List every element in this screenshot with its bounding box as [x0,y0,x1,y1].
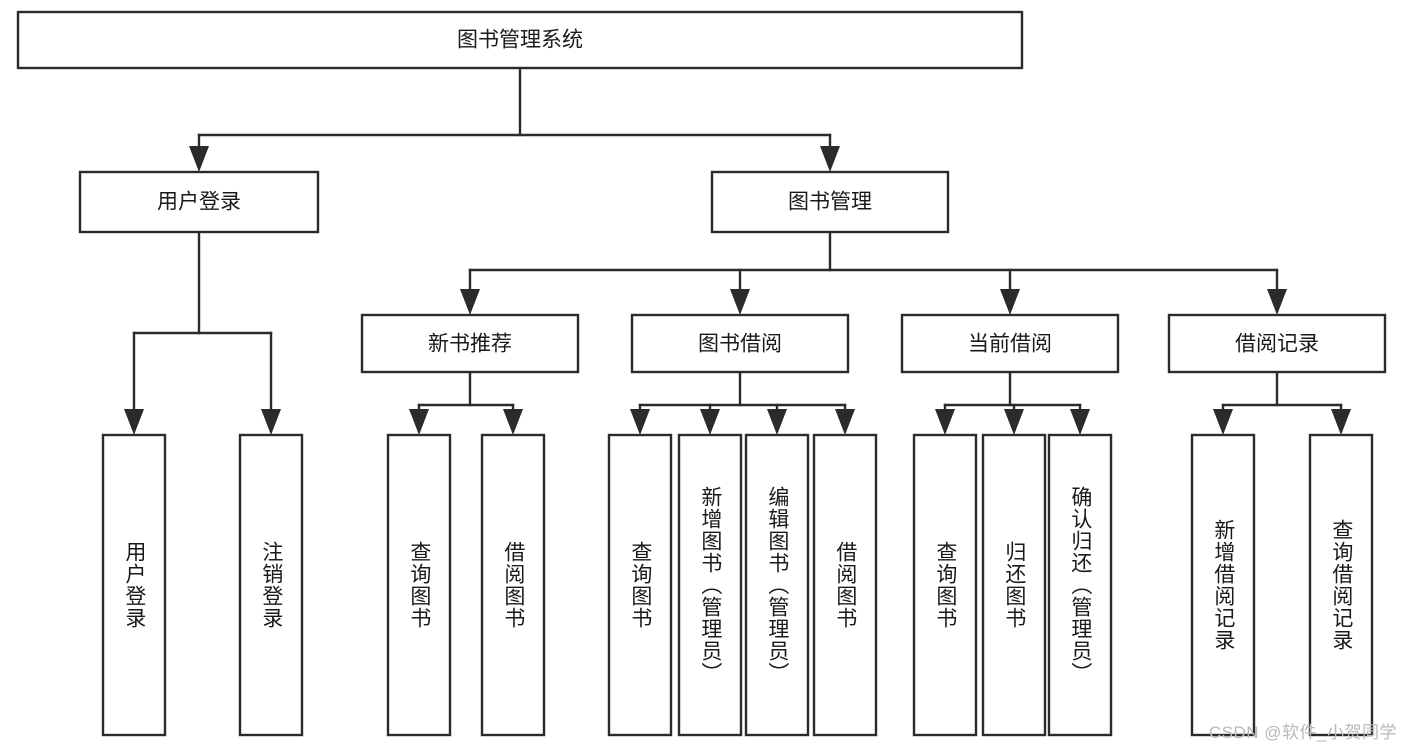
arrowhead-leaf-7 [767,409,787,435]
node-box-leaf-2[interactable] [238,433,304,737]
label-borrow-record: 借阅记录 [1235,333,1319,356]
node-box-leaf-1[interactable] [101,433,167,737]
node-box-root[interactable] [16,10,1024,70]
arrowhead-leaf-1 [124,409,144,435]
arrowhead-leaf-13 [1331,409,1351,435]
arrowhead-leaf-3 [409,409,429,435]
node-box-leaf-11[interactable] [1047,433,1113,737]
arrowhead-leaf-6 [700,409,720,435]
node-box-leaf-4[interactable] [480,433,546,737]
arrowhead-to-user-login [189,146,209,172]
label-new-book-recommend: 新书推荐 [428,333,512,356]
arrowhead-leaf-11 [1070,409,1090,435]
node-box-leaf-7[interactable] [744,433,810,737]
node-box-leaf-12[interactable] [1190,433,1256,737]
node-box-book-mgmt[interactable] [710,170,950,234]
node-box-new-book-recommend[interactable] [360,313,580,374]
node-box-book-borrow[interactable] [630,313,850,374]
arrowhead-leaf-5 [630,409,650,435]
arrowhead-leaf-10 [1004,409,1024,435]
label-book-borrow: 图书借阅 [698,333,782,356]
arrowhead-leaf-8 [835,409,855,435]
label-root: 图书管理系统 [457,29,583,52]
node-box-borrow-record[interactable] [1167,313,1387,374]
node-box-leaf-13[interactable] [1308,433,1374,737]
node-box-leaf-8[interactable] [812,433,878,737]
arrowhead-to-borrow-record [1267,289,1287,315]
arrowhead-to-current-borrow [1000,289,1020,315]
arrowhead-leaf-9 [935,409,955,435]
node-box-leaf-6[interactable] [677,433,743,737]
horizontal-labels-group: 图书管理系统 用户登录 图书管理 新书推荐 图书借阅 当前借阅 借阅记录 [157,29,1319,356]
watermark-text: CSDN @软件_小贺同学 [1208,723,1397,742]
label-current-borrow: 当前借阅 [968,333,1052,356]
boxes-group [16,10,1387,737]
label-book-mgmt: 图书管理 [788,191,872,214]
arrowhead-to-new-book [460,289,480,315]
node-box-current-borrow[interactable] [900,313,1120,374]
node-box-leaf-10[interactable] [981,433,1047,737]
arrowhead-leaf-2 [261,409,281,435]
arrowhead-leaf-4 [503,409,523,435]
node-box-leaf-3[interactable] [386,433,452,737]
arrowhead-to-book-borrow [730,289,750,315]
node-box-leaf-9[interactable] [912,433,978,737]
node-box-leaf-5[interactable] [607,433,673,737]
label-user-login: 用户登录 [157,191,241,214]
arrowheads-group [124,146,1351,435]
arrowhead-leaf-12 [1213,409,1233,435]
arrowhead-to-book-mgmt [820,146,840,172]
node-box-user-login[interactable] [78,170,320,234]
